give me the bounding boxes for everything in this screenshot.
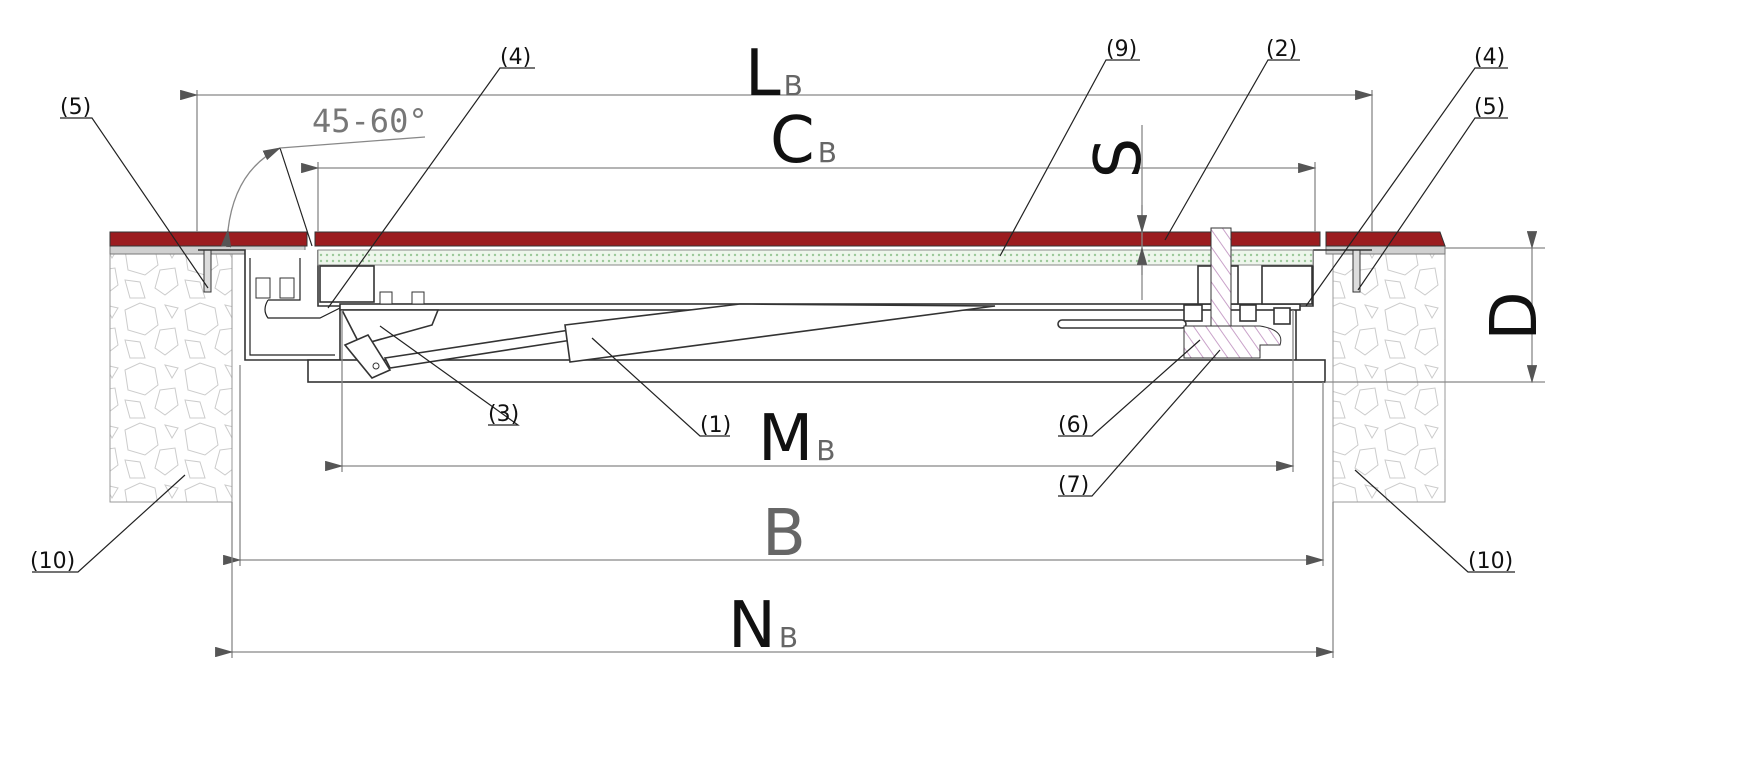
dim-B: B bbox=[762, 497, 806, 571]
concrete-right bbox=[1332, 253, 1446, 503]
angle-label: 45-60° bbox=[312, 102, 428, 140]
dim-D: D bbox=[1478, 291, 1552, 340]
top-plate bbox=[314, 231, 1321, 247]
insulation-layer bbox=[317, 249, 1314, 266]
pivot-pin bbox=[372, 362, 380, 370]
callout-9: (9) bbox=[1106, 37, 1137, 62]
anchor-left bbox=[203, 249, 212, 293]
top-plate-left bbox=[109, 231, 308, 247]
frame-inner-left bbox=[249, 258, 335, 356]
callout-7: (7) bbox=[1058, 473, 1089, 498]
leader-lines bbox=[32, 59, 1515, 573]
dimension-lines bbox=[180, 89, 1545, 658]
top-plate-right bbox=[1325, 231, 1446, 247]
gas-spring-body bbox=[564, 303, 996, 363]
callout-2: (2) bbox=[1266, 37, 1297, 62]
lock-body bbox=[1183, 325, 1282, 359]
tray bbox=[307, 359, 1326, 383]
angle-arc bbox=[220, 147, 282, 248]
callout-3: (3) bbox=[488, 402, 519, 427]
callout-5-left: (5) bbox=[60, 95, 91, 120]
concrete-left bbox=[109, 253, 233, 503]
callout-4-right: (4) bbox=[1474, 45, 1505, 70]
bolts bbox=[255, 277, 425, 305]
callout-1: (1) bbox=[700, 413, 731, 438]
callout-10-left: (10) bbox=[30, 549, 75, 574]
anchor-right bbox=[1352, 249, 1361, 293]
callout-4-left: (4) bbox=[500, 45, 531, 70]
lock-bolt bbox=[1057, 319, 1187, 329]
hinge-plate bbox=[264, 258, 341, 319]
frame-right bbox=[1295, 249, 1372, 382]
callout-5-right: (5) bbox=[1474, 95, 1505, 120]
callout-6: (6) bbox=[1058, 413, 1089, 438]
callout-10-right: (10) bbox=[1468, 549, 1513, 574]
dim-S: S bbox=[1082, 138, 1156, 179]
